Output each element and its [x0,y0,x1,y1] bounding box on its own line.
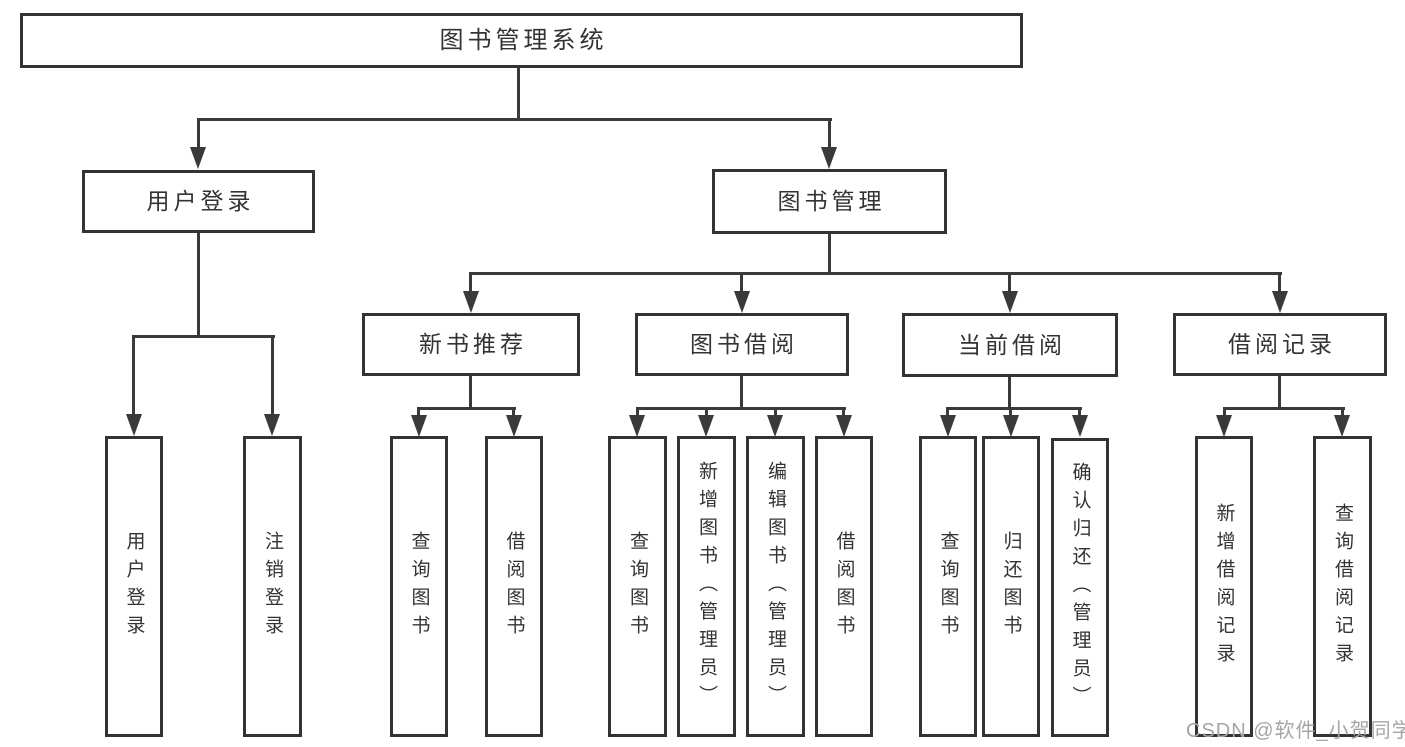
node-borrow-books-recommend: 借阅图书 [485,436,543,737]
connector-line [197,118,200,150]
connector-line [1341,407,1344,419]
connector-line [271,335,274,415]
connector-line [132,335,275,338]
arrowhead-down-icon [940,415,956,437]
arrowhead-down-icon [1003,415,1019,437]
connector-line [828,118,831,150]
connector-line [1008,272,1011,294]
node-label: 借阅图书 [503,530,525,643]
arrowhead-down-icon [1272,291,1288,313]
arrowhead-down-icon [190,147,206,169]
arrowhead-down-icon [1334,415,1350,437]
node-query-books-borrowing: 查询图书 [608,436,667,737]
node-label: 新书推荐 [419,331,527,357]
connector-line [512,407,515,419]
connector-line [1223,407,1226,419]
arrowhead-down-icon [1072,415,1088,437]
connector-line [1078,407,1081,419]
arrowhead-down-icon [1216,415,1232,437]
arrowhead-down-icon [734,291,750,313]
node-label: 用户登录 [146,188,255,214]
connector-line [469,272,472,294]
node-label: 确认归还（管理员） [1069,461,1091,714]
node-label: 当前借阅 [958,331,1066,358]
arrowhead-down-icon [463,291,479,313]
node-add-books-admin: 新增图书（管理员） [677,436,736,737]
connector-line [417,407,516,410]
node-label: 借阅图书 [833,530,855,643]
node-label: 查询图书 [937,530,959,643]
node-label: 编辑图书（管理员） [765,460,786,713]
node-label: 图书管理系统 [439,26,608,54]
connector-line [946,407,1082,410]
connector-line [740,272,743,294]
node-borrow-books-borrowing: 借阅图书 [815,436,873,737]
connector-line [1008,377,1011,410]
node-current-borrowing: 当前借阅 [902,313,1118,377]
connector-line [705,407,708,419]
node-label: 图书管理 [777,188,886,214]
connector-line [197,233,200,338]
node-return-books: 归还图书 [982,436,1040,737]
arrowhead-down-icon [126,414,142,436]
arrowhead-down-icon [821,147,837,169]
node-leaf-logout: 注销登录 [243,436,302,737]
node-leaf-user-login: 用户登录 [105,436,163,737]
node-label: 查询图书 [627,530,648,643]
connector-line [636,407,846,410]
node-borrowing-records: 借阅记录 [1173,313,1387,376]
connector-line [828,234,831,274]
connector-line [636,407,639,419]
node-label: 借阅记录 [1228,331,1336,357]
connector-line [774,407,777,419]
connector-line [946,407,949,419]
node-book-mgmt-system: 图书管理系统 [20,13,1023,68]
node-edit-books-admin: 编辑图书（管理员） [746,436,805,737]
node-book-management: 图书管理 [712,169,947,234]
node-query-books-recommend: 查询图书 [390,436,448,737]
node-label: 查询图书 [408,530,430,643]
connector-line [1009,407,1012,419]
node-new-book-recommend: 新书推荐 [362,313,580,376]
node-add-borrow-record: 新增借阅记录 [1195,436,1253,737]
connector-line [842,407,845,419]
connector-line [740,376,743,410]
arrowhead-down-icon [836,415,852,437]
connector-line [1278,376,1281,410]
node-label: 图书借阅 [690,331,798,357]
node-user-login: 用户登录 [82,170,315,233]
connector-line [1223,407,1345,410]
watermark-text: CSDN @软件_小贺同学 [1186,720,1405,742]
arrowhead-down-icon [767,415,783,437]
node-label: 归还图书 [1000,530,1022,643]
node-label: 注销登录 [262,530,283,643]
node-book-borrowing: 图书借阅 [635,313,849,376]
node-label: 查询借阅记录 [1332,502,1353,671]
connector-line [197,118,832,121]
connector-line [132,335,135,415]
node-confirm-return-admin: 确认归还（管理员） [1051,438,1109,737]
arrowhead-down-icon [1002,291,1018,313]
arrowhead-down-icon [264,414,280,436]
connector-line [469,272,1282,275]
arrowhead-down-icon [411,415,427,437]
connector-line [469,376,472,410]
arrowhead-down-icon [506,415,522,437]
node-query-borrow-record: 查询借阅记录 [1313,436,1372,737]
arrowhead-down-icon [698,415,714,437]
node-label: 新增图书（管理员） [696,460,717,713]
connector-line [1278,272,1281,294]
node-label: 新增借阅记录 [1213,502,1235,671]
connector-line [517,68,520,121]
connector-line [417,407,420,419]
node-label: 用户登录 [123,530,145,643]
arrowhead-down-icon [629,415,645,437]
node-query-books-current: 查询图书 [919,436,977,737]
